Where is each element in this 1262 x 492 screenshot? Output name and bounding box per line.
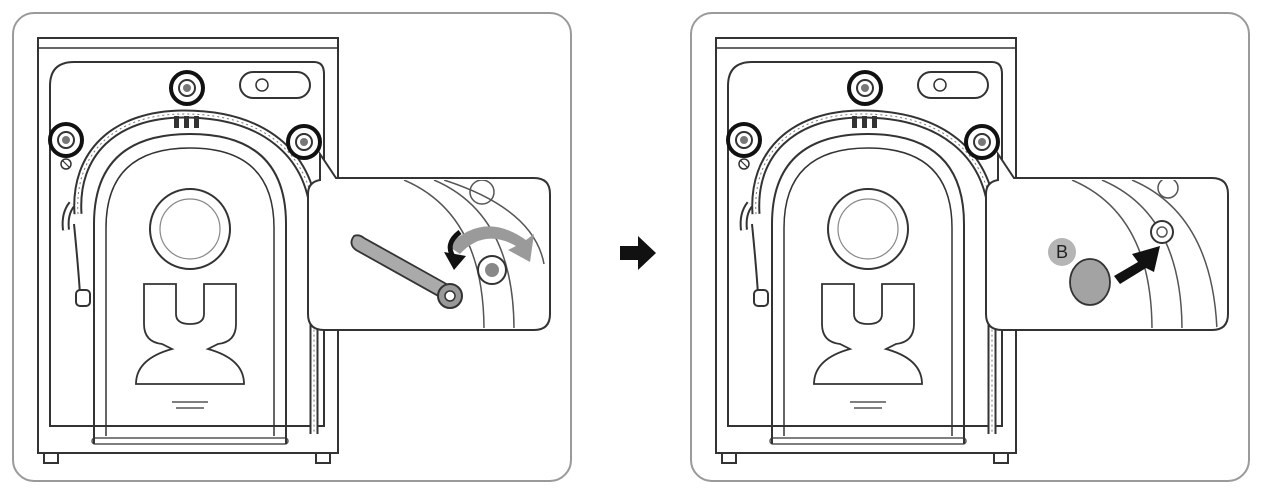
- bolt-hole-right: [964, 124, 1000, 160]
- back-panel: [49, 61, 325, 427]
- cap-label-badge: [1048, 238, 1076, 266]
- drum-housing: [93, 132, 287, 444]
- transit-bolt-left: [48, 122, 84, 158]
- lower-bracket: [135, 283, 245, 385]
- transit-bolt-top: [169, 70, 205, 106]
- spanner-callout: [307, 150, 551, 331]
- step-2-panel: B: [690, 12, 1250, 482]
- arrow-right-icon: [620, 236, 656, 270]
- washer-back-illustration: [37, 37, 551, 464]
- rear-cover: [149, 188, 231, 270]
- step-1-panel: [12, 12, 572, 482]
- washer-foot-left: [43, 452, 59, 464]
- counterclockwise-rotation-icon: [448, 226, 534, 262]
- base-slot: [91, 437, 289, 445]
- cap-icon: [1069, 258, 1111, 306]
- bolt-hole-top: [847, 70, 883, 106]
- insert-arrow-icon: [1114, 246, 1160, 284]
- washer-foot-right: [315, 452, 331, 464]
- cap-callout: B: [985, 150, 1229, 331]
- washer-back-illustration-2: B: [715, 37, 1229, 464]
- power-plug: [75, 289, 91, 307]
- bolt-hole-left: [726, 122, 762, 158]
- transit-bolt-right: [286, 124, 322, 160]
- power-cord: [73, 223, 81, 295]
- rear-vent: [239, 71, 311, 99]
- cap-label: B: [1056, 242, 1068, 262]
